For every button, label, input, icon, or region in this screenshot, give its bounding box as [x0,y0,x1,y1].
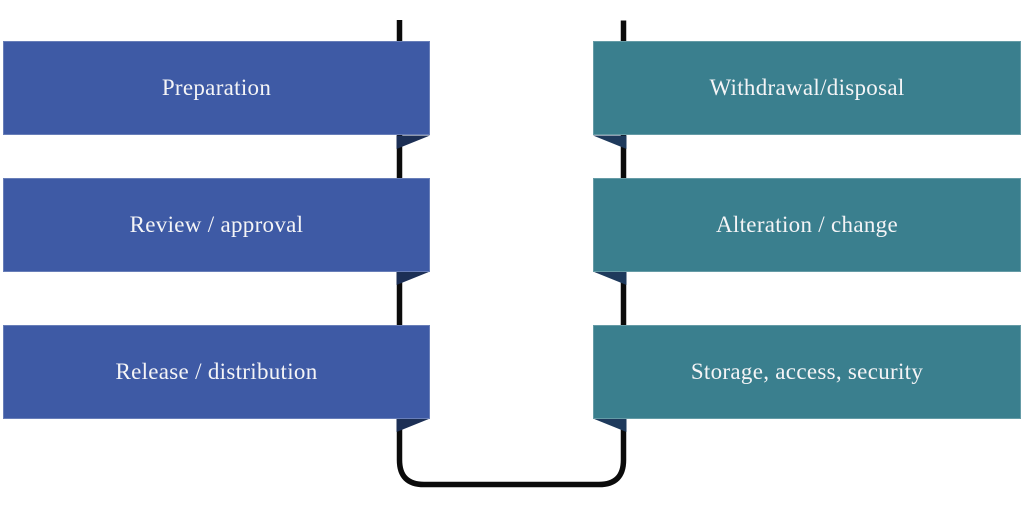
stage-box-alteration-change: Alteration / change [593,177,1021,272]
stage-label: Storage, access, security [690,358,924,384]
stage-label: Review / approval [129,211,304,237]
lifecycle-connector-line [396,20,627,488]
ribbon-fold-left-2 [396,271,430,285]
stage-box-release-distribution: Release / distribution [3,324,430,419]
stage-box-withdrawal-disposal: Withdrawal/disposal [593,41,1021,135]
ribbon-fold-left-1 [396,135,430,149]
stage-label: Withdrawal/disposal [709,75,905,100]
stage-box-storage-access-security: Storage, access, security [593,324,1021,419]
stage-label: Release / distribution [115,358,318,384]
stage-label: Preparation [161,75,272,100]
ribbon-fold-right-2 [593,271,627,285]
ribbon-fold-left-3 [396,418,430,432]
ribbon-fold-right-3 [593,418,627,432]
ribbon-fold-right-1 [593,135,627,149]
stage-box-review-approval: Review / approval [3,177,430,272]
stage-label: Alteration / change [716,211,898,237]
stage-box-preparation: Preparation [3,41,430,135]
